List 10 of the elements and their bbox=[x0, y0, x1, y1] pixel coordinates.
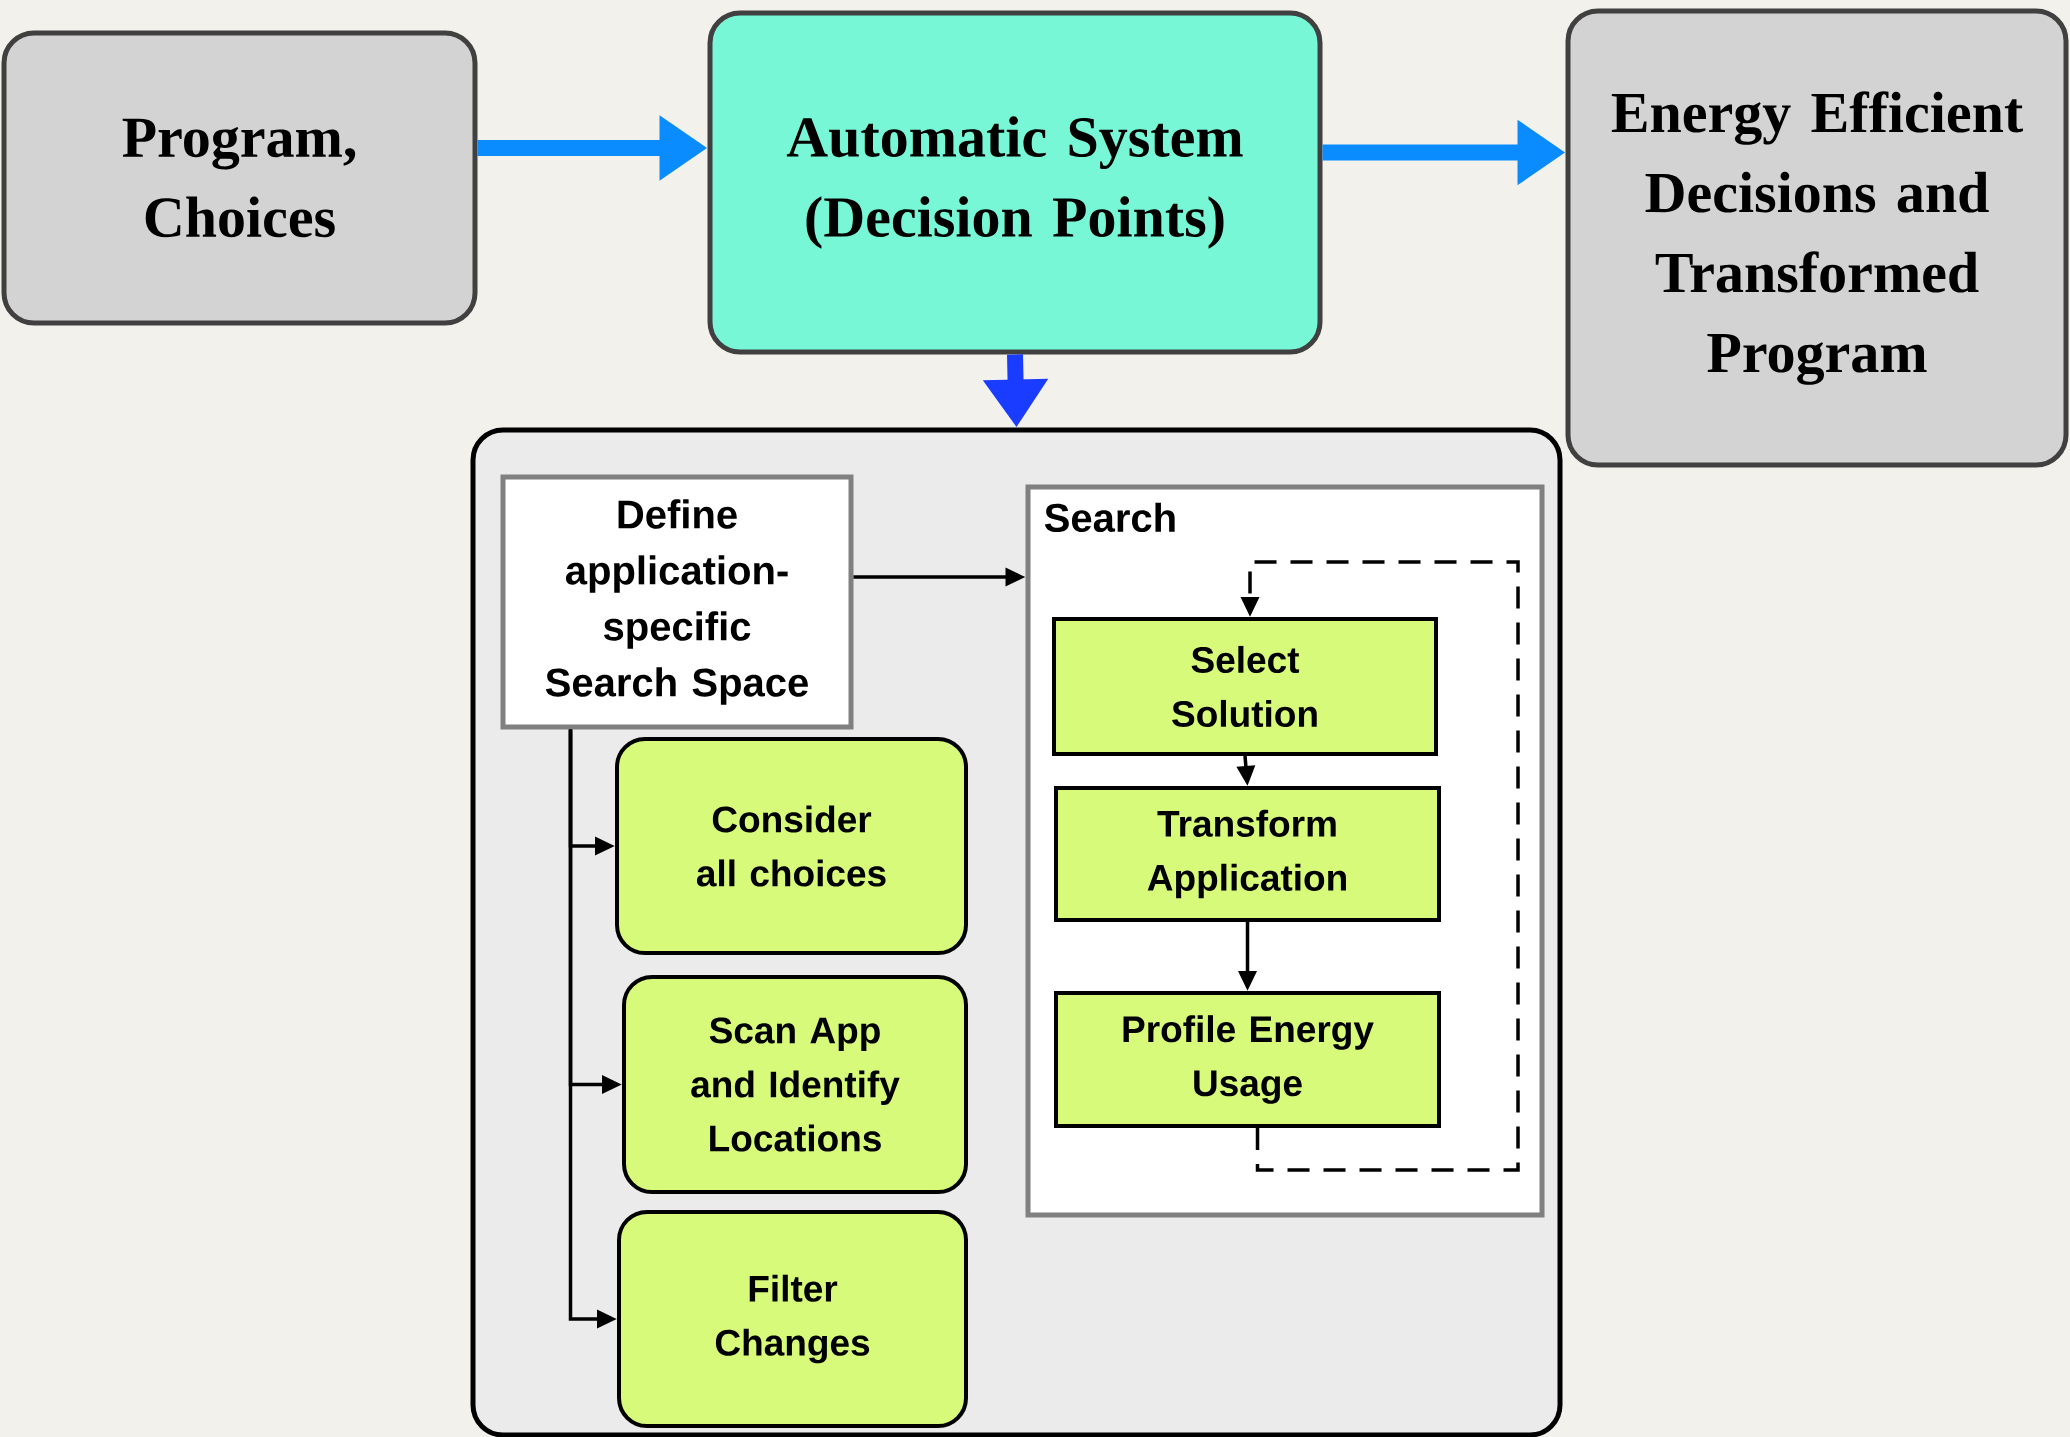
process-box: Select Solution bbox=[1052, 617, 1438, 756]
process-box: Define application-specific Search Space bbox=[500, 474, 854, 730]
rounded-box: Filter Changes bbox=[617, 1210, 968, 1428]
process-box: Energy Efficient Decisions and Transformed Program bbox=[1565, 8, 2069, 468]
process-box: Transform Application bbox=[1054, 786, 1441, 922]
process-box: Profile Energy Usage bbox=[1054, 991, 1441, 1128]
process-box: Automatic System (Decision Points) bbox=[707, 10, 1323, 355]
process-box: Program, Choices bbox=[1, 30, 478, 326]
rounded-box: Consider all choices bbox=[615, 737, 968, 955]
rounded-box: Scan App and Identify Locations bbox=[622, 975, 968, 1194]
